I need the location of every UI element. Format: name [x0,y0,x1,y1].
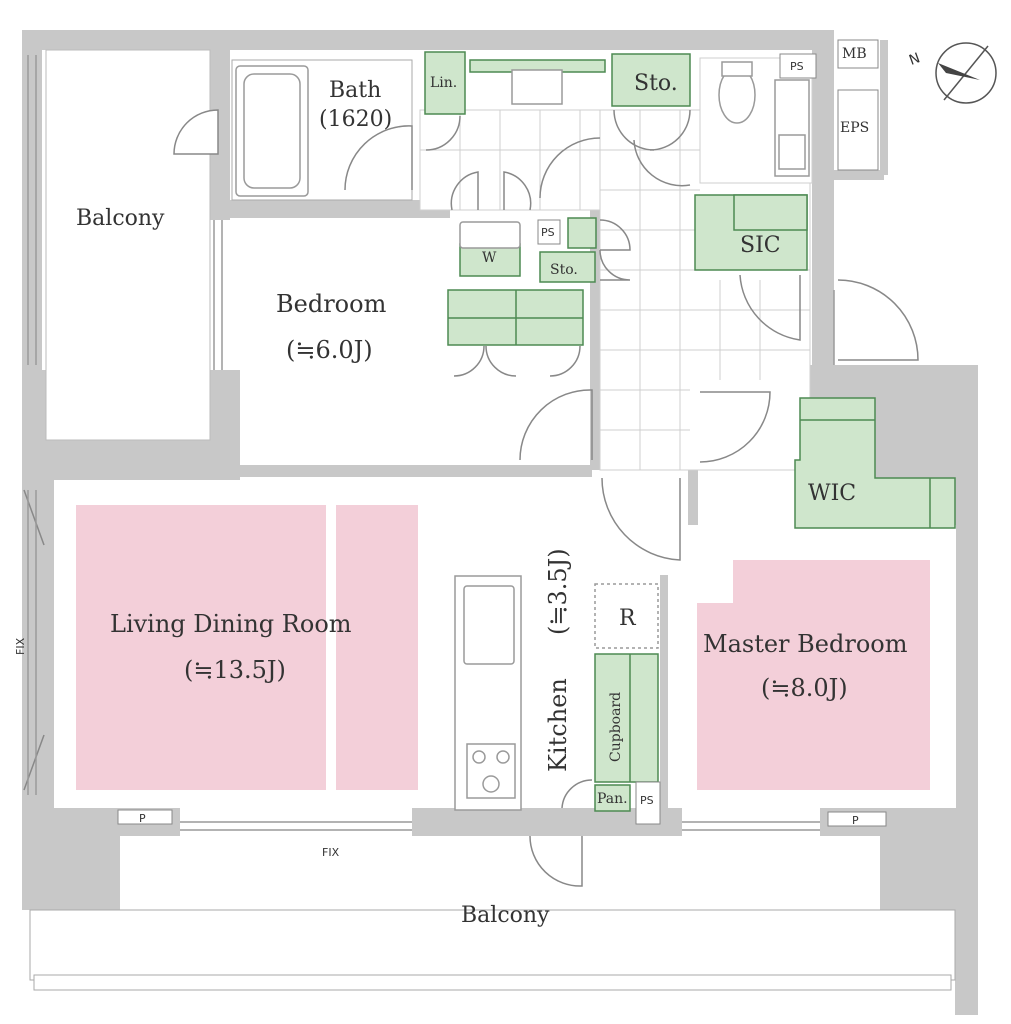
label-ps-top: PS [790,60,804,73]
label-balcony-bottom: Balcony [461,903,550,928]
label-master-size: (≒8.0J) [761,674,848,702]
label-washer: W [482,250,497,266]
wash-basin [511,69,563,105]
label-master: Master Bedroom [703,630,908,658]
label-bath: Bath [329,78,381,103]
label-ps-kitchen: PS [640,794,654,807]
label-eps: EPS [840,120,869,136]
north-arrow-icon: N [907,42,997,104]
label-bath-size: (1620) [319,107,392,132]
label-storage-top: Sto. [634,71,678,96]
refrigerator-space [594,583,659,649]
sink [463,585,515,665]
label-bedroom: Bedroom [276,290,387,318]
label-linen: Lin. [430,75,457,91]
washer-pan [459,221,521,249]
label-storage-mid: Sto. [550,262,578,278]
label-kitchen: Kitchen [544,678,572,772]
label-kitchen-size: (≒3.5J) [544,548,572,635]
label-pantry: Pan. [597,791,628,807]
doors [23,109,919,887]
label-fix-left: FIX [14,637,27,655]
label-refrigerator: R [619,606,637,631]
windows [27,55,835,831]
label-living-size: (≒13.5J) [184,656,286,684]
label-wic: WIC [808,481,856,506]
room-labels: Balcony Bath (1620) Lin. Sto. PS MB EPS … [14,46,908,928]
label-cupboard: Cupboard [608,692,624,762]
label-living: Living Dining Room [110,610,352,638]
fixtures [235,61,810,811]
utility-boxes [117,39,887,827]
label-p-right: P [852,814,859,827]
label-balcony-left: Balcony [76,206,165,231]
label-bedroom-size: (≒6.0J) [286,336,373,364]
label-ps-mid: PS [541,226,555,239]
label-p-left: P [139,812,146,825]
label-mb: MB [842,46,867,62]
label-sic: SIC [740,233,781,258]
label-fix-bottom: FIX [322,846,340,859]
furniture-zones [76,505,930,790]
storage-areas [424,51,956,812]
compass-label: N [907,50,922,69]
